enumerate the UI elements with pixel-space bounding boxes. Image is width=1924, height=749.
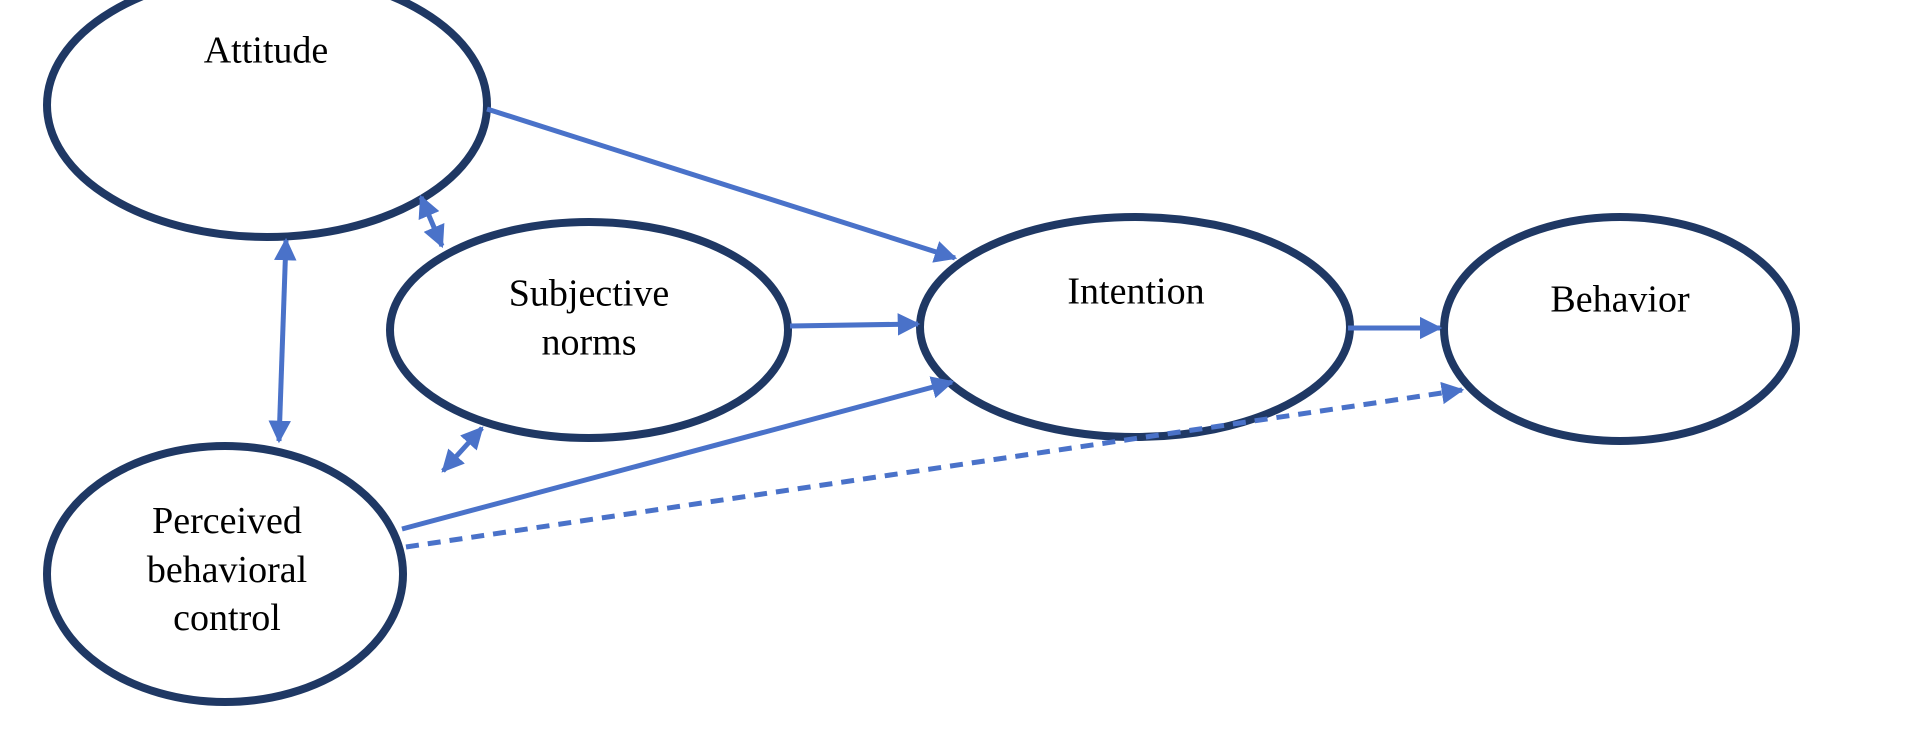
double-arrow-subjective-norms-perceived-behavioral-control bbox=[441, 426, 484, 473]
node-attitude-ellipse bbox=[43, 0, 491, 241]
double-arrow-attitude-perceived-behavioral-control bbox=[268, 237, 297, 444]
node-subjective-norms-ellipse bbox=[386, 218, 792, 442]
node-perceived-behavioral-control-label: Perceived behavioral control bbox=[146, 500, 308, 640]
node-subjective-norms-label: Subjective norms bbox=[508, 272, 670, 363]
arrow-perceived-behavioral-control-to-intention bbox=[401, 376, 955, 532]
node-perceived-behavioral-control-ellipse bbox=[43, 442, 407, 706]
node-intention-ellipse bbox=[916, 213, 1354, 441]
node-attitude-label: Attitude bbox=[203, 29, 329, 72]
dashed-arrow-perceived-behavioral-control-to-behavior bbox=[405, 381, 1465, 550]
node-behavior-label: Behavior bbox=[1550, 278, 1690, 321]
arrow-subjective-norms-to-intention bbox=[789, 313, 921, 336]
arrow-attitude-to-intention bbox=[486, 106, 958, 263]
double-arrow-attitude-subjective-norms bbox=[418, 194, 445, 249]
node-behavior-ellipse bbox=[1440, 213, 1800, 445]
node-intention-label: Intention bbox=[1067, 270, 1205, 313]
